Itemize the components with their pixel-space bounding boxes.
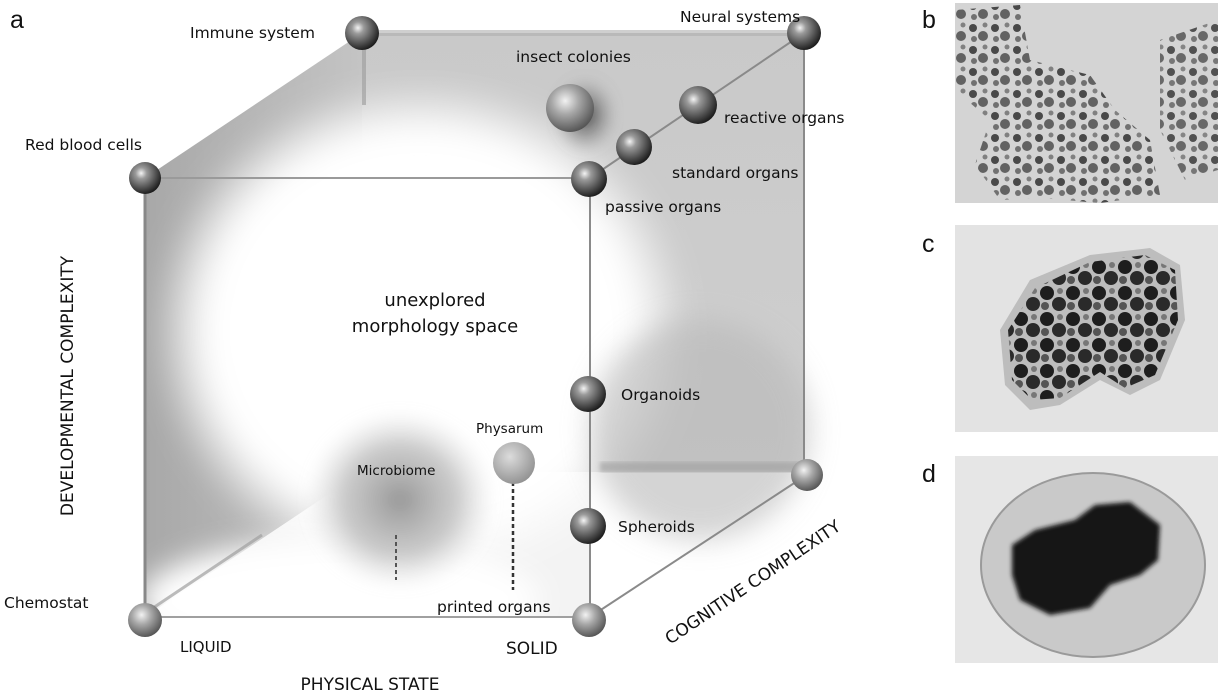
unexplored-region: [150, 80, 690, 580]
panel-d-micrograph: d: [922, 456, 1218, 663]
cube-edge: [589, 473, 809, 618]
node-passive-organs: [571, 161, 607, 197]
label-physarum: Physarum: [476, 421, 543, 437]
label-unexplored-line2: morphology space: [352, 316, 518, 337]
node-immune-system: [345, 16, 379, 50]
label-red-blood-cells: Red blood cells: [25, 136, 142, 154]
node-neural-systems: [787, 16, 821, 50]
label-organoids: Organoids: [621, 386, 700, 404]
microbiome-haze: [305, 410, 495, 590]
node-reactive-organs: [679, 86, 717, 124]
label-reactive-organs: reactive organs: [724, 109, 844, 127]
panel-letter-b: b: [922, 6, 936, 34]
label-spheroids: Spheroids: [618, 518, 695, 536]
panel-a-cube: a Immune system Neural systems insect co…: [4, 6, 845, 695]
label-immune-system: Immune system: [190, 24, 315, 42]
panel-b-micrograph: b: [922, 3, 1218, 203]
label-liquid: LIQUID: [180, 638, 232, 656]
label-solid: SOLID: [506, 639, 558, 659]
panel-letter-a: a: [10, 6, 24, 34]
node-insect-colonies: [546, 84, 594, 132]
panel-letter-d: d: [922, 460, 936, 488]
node-physarum: [493, 442, 535, 484]
cube-edge: [149, 533, 263, 612]
node-organoids: [570, 376, 606, 412]
node-chemostat: [128, 603, 162, 637]
axis-developmental-complexity: DEVELOPMENTAL COMPLEXITY: [58, 255, 78, 516]
label-insect-colonies: insect colonies: [516, 48, 631, 66]
label-chemostat: Chemostat: [4, 594, 89, 612]
label-neural-systems: Neural systems: [680, 8, 800, 26]
label-printed-organs: printed organs: [437, 598, 551, 616]
node-standard-organs: [616, 129, 652, 165]
micrograph-b-cells: [955, 5, 1160, 203]
label-microbiome: Microbiome: [357, 463, 435, 479]
panel-letter-c: c: [922, 230, 935, 258]
label-passive-organs: passive organs: [605, 198, 721, 216]
micrograph-c-cells: [1008, 255, 1178, 400]
node-spheroids: [570, 508, 606, 544]
label-standard-organs: standard organs: [672, 164, 799, 182]
panel-c-micrograph: c: [922, 225, 1218, 432]
node-front-right-back-corner: [791, 459, 823, 491]
axis-physical-state: PHYSICAL STATE: [301, 675, 440, 695]
micrograph-d-dense-core: [1012, 502, 1160, 615]
label-unexplored-line1: unexplored: [384, 290, 485, 311]
node-printed-organs: [572, 603, 606, 637]
node-red-blood-cells: [129, 162, 161, 194]
